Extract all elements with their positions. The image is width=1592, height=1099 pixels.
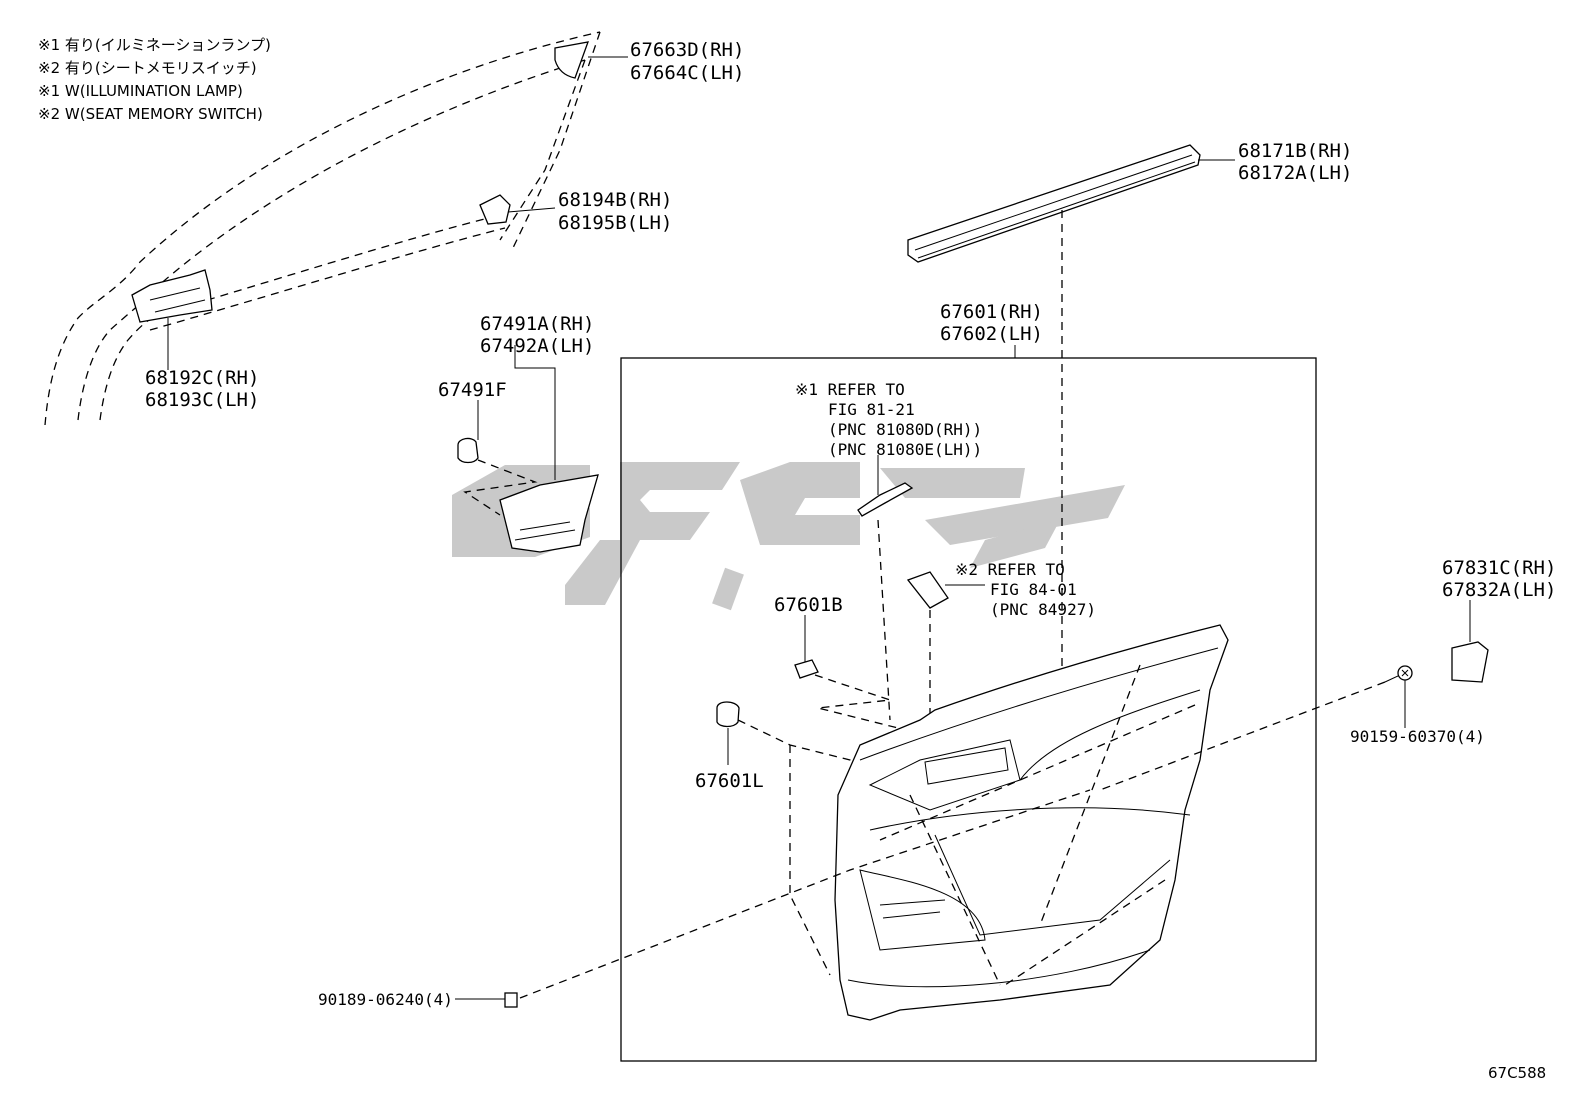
- label-67831-lh: 67832A(LH): [1442, 579, 1556, 601]
- door-frame-outline: [44, 31, 601, 426]
- label-67491-rh: 67491A(RH): [480, 313, 594, 335]
- note-1: ※1 有り(イルミネーションランプ): [38, 36, 271, 54]
- note-4: ※2 W(SEAT MEMORY SWITCH): [38, 105, 263, 123]
- label-67491f: 67491F: [438, 379, 507, 401]
- label-68171-lh: 68172A(LH): [1238, 162, 1352, 184]
- seat-memory-switch: [906, 571, 985, 760]
- ref2-line-2: FIG 84-01: [990, 580, 1077, 599]
- door-trim-box: [620, 357, 1317, 1062]
- label-67601-rh: 67601(RH): [940, 301, 1043, 323]
- belt-moulding-68171: [907, 144, 1235, 670]
- refer-note-2: ※2 REFER TO FIG 84-01 (PNC 84927): [955, 560, 1096, 619]
- label-67491-lh: 67492A(LH): [480, 335, 594, 357]
- label-90159: 90159-60370(4): [1350, 727, 1485, 746]
- notes-block: ※1 有り(イルミネーションランプ) ※2 有り(シートメモリスイッチ) ※1 …: [38, 36, 271, 123]
- ref1-line-2: FIG 81-21: [828, 400, 915, 419]
- refer-note-1: ※1 REFER TO FIG 81-21 (PNC 81080D(RH)) (…: [795, 380, 982, 459]
- label-67601l: 67601L: [695, 770, 764, 792]
- ref2-line-1: ※2 REFER TO: [955, 560, 1065, 579]
- ref1-line-4: (PNC 81080E(LH)): [828, 440, 982, 459]
- ref2-line-3: (PNC 84927): [990, 600, 1096, 619]
- clip-90189: [455, 789, 1091, 1008]
- screw-90159: [1099, 665, 1413, 791]
- label-68194-lh: 68195B(LH): [558, 212, 672, 234]
- figure-code: 67C588: [1488, 1064, 1546, 1082]
- ref1-line-1: ※1 REFER TO: [795, 380, 905, 399]
- cap-67831: [1451, 600, 1489, 683]
- garnish-68192: [131, 269, 213, 370]
- ref1-line-3: (PNC 81080D(RH)): [828, 420, 982, 439]
- label-68192-rh: 68192C(RH): [145, 367, 259, 389]
- note-2: ※2 有り(シートメモリスイッチ): [38, 59, 257, 77]
- clip-67601b: [794, 615, 899, 729]
- label-68194-rh: 68194B(RH): [558, 189, 672, 211]
- label-67601-lh: 67602(LH): [940, 323, 1043, 345]
- label-67601b: 67601B: [774, 594, 843, 616]
- illumination-lamp: [857, 455, 914, 721]
- label-90189: 90189-06240(4): [318, 990, 453, 1009]
- clip-68194: [479, 194, 556, 225]
- note-3: ※1 W(ILLUMINATION LAMP): [38, 82, 243, 100]
- label-67663-rh: 67663D(RH): [630, 39, 744, 61]
- label-67831-rh: 67831C(RH): [1442, 557, 1556, 579]
- cover-67491: [457, 345, 599, 553]
- label-67663-lh: 67664C(LH): [630, 62, 744, 84]
- door-trim-panel: [834, 624, 1229, 1021]
- label-68171-rh: 68171B(RH): [1238, 140, 1352, 162]
- corner-piece-67663: [554, 41, 628, 79]
- label-68192-lh: 68193C(LH): [145, 389, 259, 411]
